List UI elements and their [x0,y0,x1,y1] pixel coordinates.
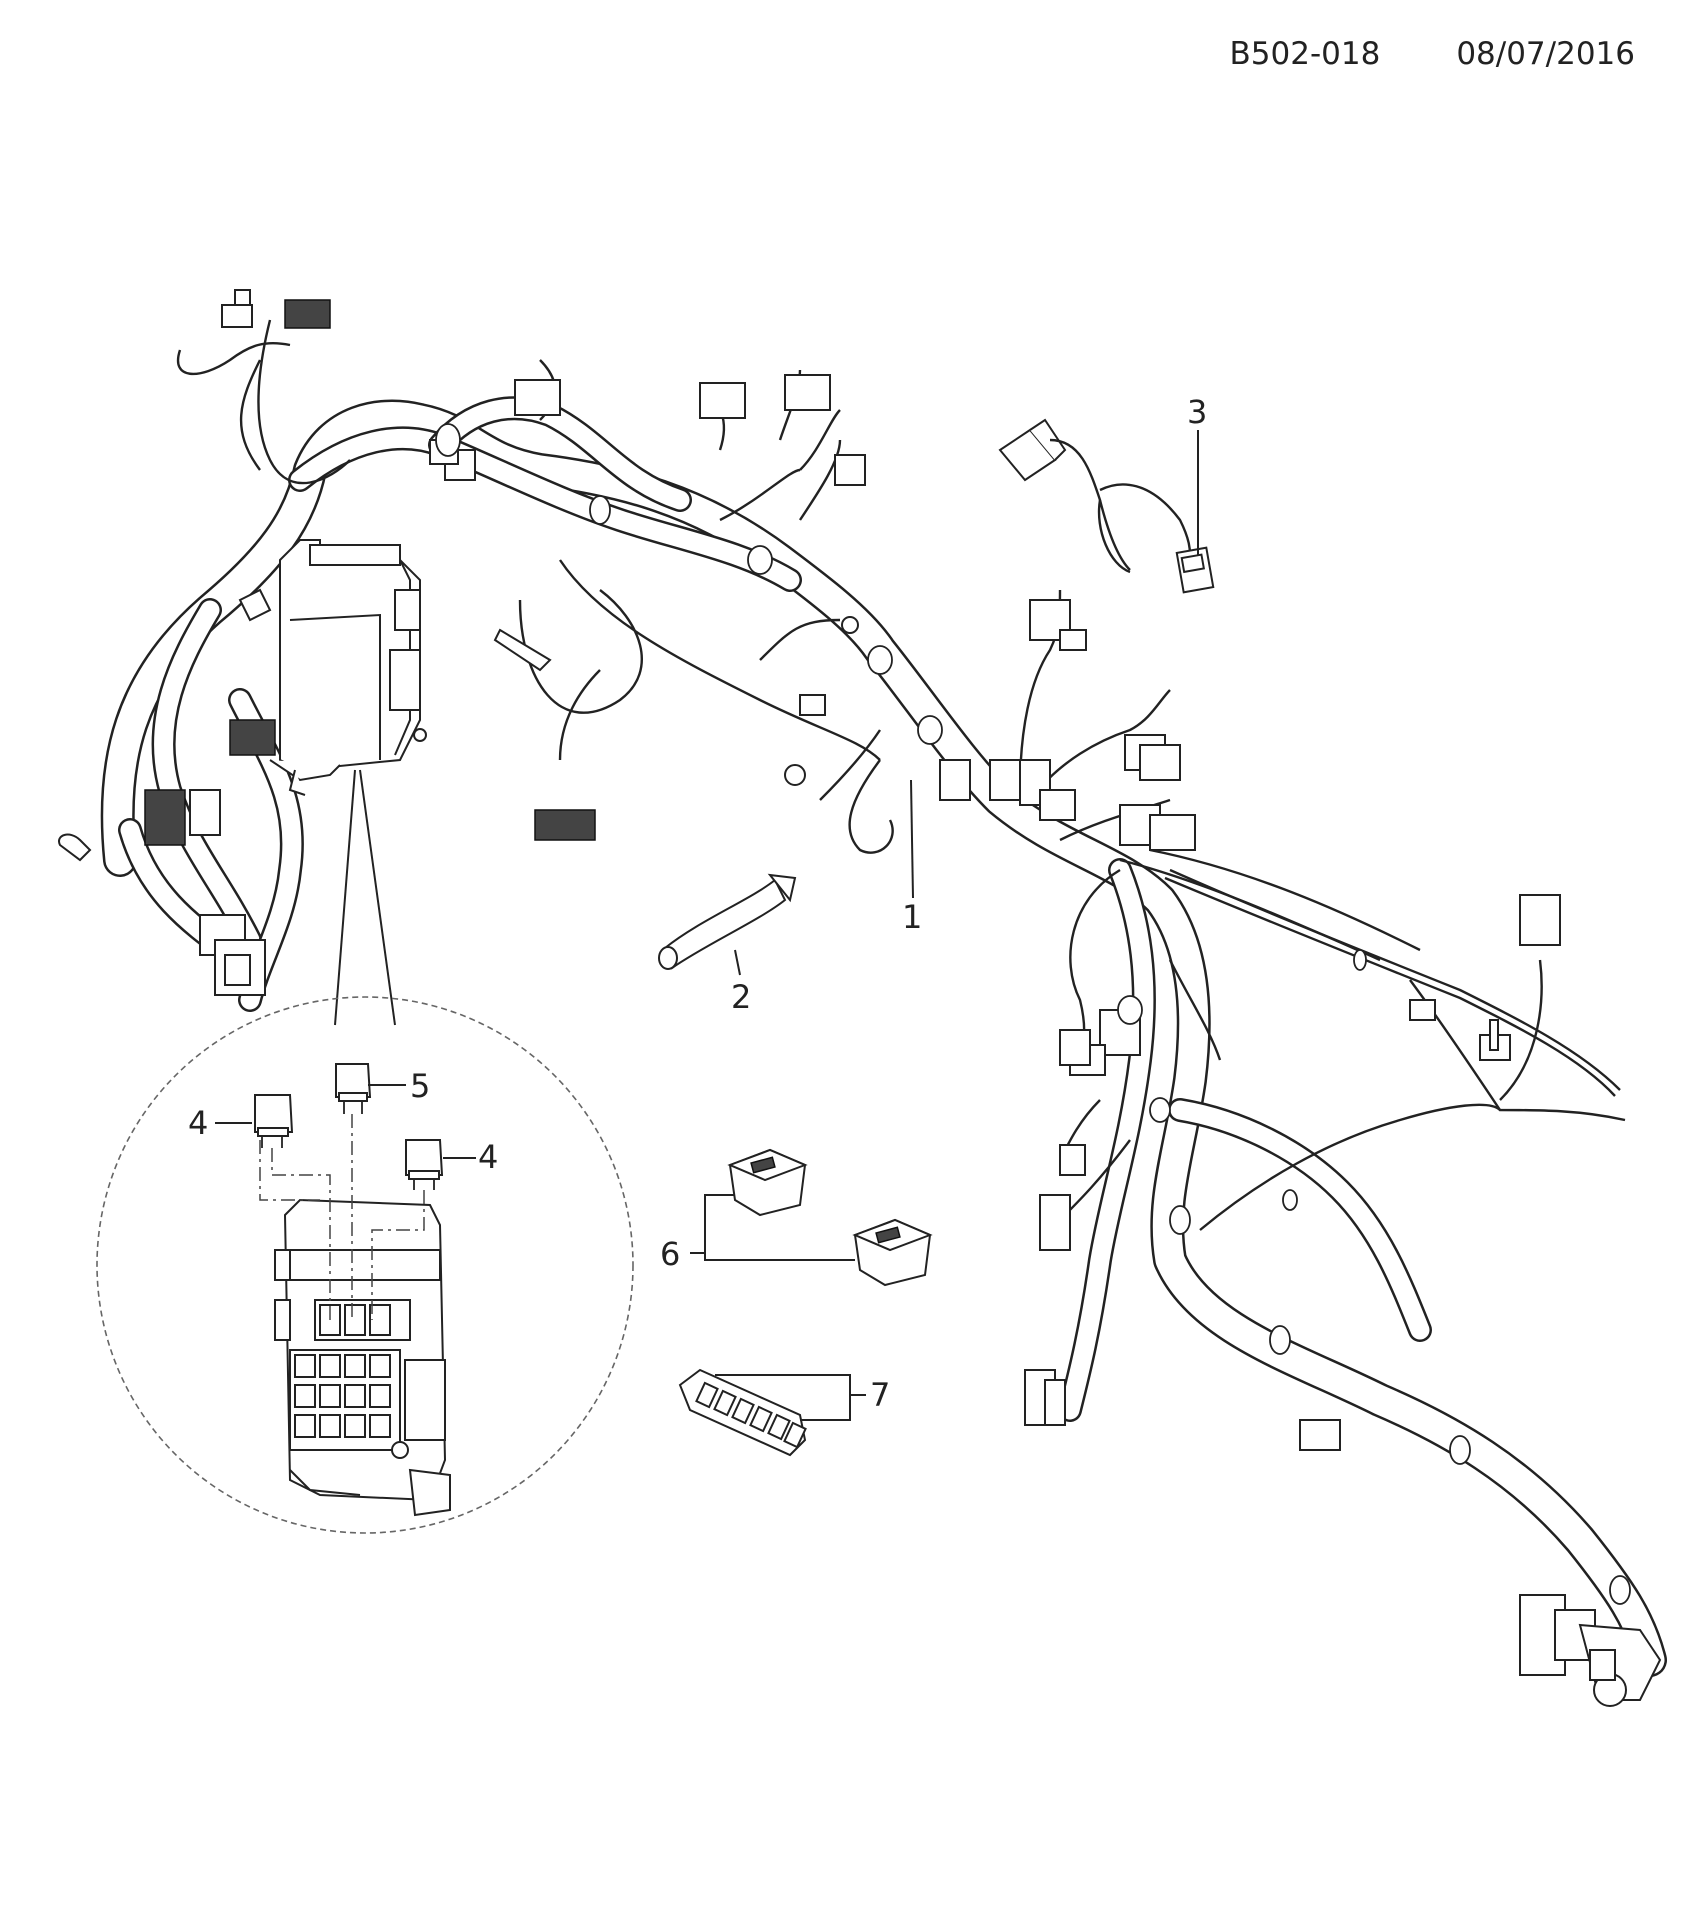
callout-2: 2 [731,978,751,1016]
fuse-box-detail-view [96,769,634,1534]
diagram-header: B502-018 08/07/2016 [1230,36,1635,72]
callout-leaders [215,430,1199,1421]
callout-3: 3 [1187,393,1207,431]
part-6-relays [727,1148,933,1287]
callout-5: 5 [410,1067,430,1105]
part-2-sleeve [658,873,797,970]
harness-clips [435,423,1631,1605]
left-connector-group [58,289,331,996]
callout-1: 1 [902,898,922,936]
bottom-right-connector-cluster [1519,1594,1662,1707]
diagram-code: B502-018 [1229,36,1381,72]
mid-right-connector-cluster [939,734,1561,1451]
part-7-fuse-strip [678,1368,807,1457]
detail-fuse-grid [294,1354,391,1438]
callout-4-left: 4 [188,1104,208,1142]
diagram-date: 08/07/2016 [1456,36,1635,72]
callout-7: 7 [870,1376,890,1414]
fuse-relay-box [229,539,427,796]
callout-6: 6 [660,1235,680,1273]
part-3-pigtail [998,418,1215,594]
callout-4-right: 4 [478,1138,498,1176]
